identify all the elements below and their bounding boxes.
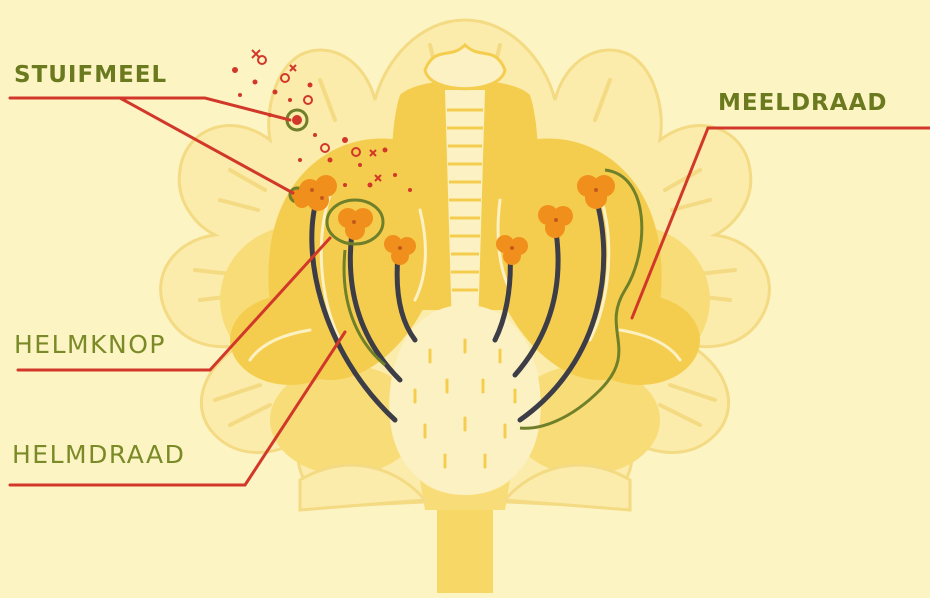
label-stuifmeel: STUIFMEEL [14,62,167,88]
pollen-grain-pointed [292,115,302,125]
label-helmdraad: HELMDRAAD [12,440,185,469]
label-meeldraad: MEELDRAAD [718,90,887,116]
label-helmknop: HELMKNOP [14,330,166,359]
